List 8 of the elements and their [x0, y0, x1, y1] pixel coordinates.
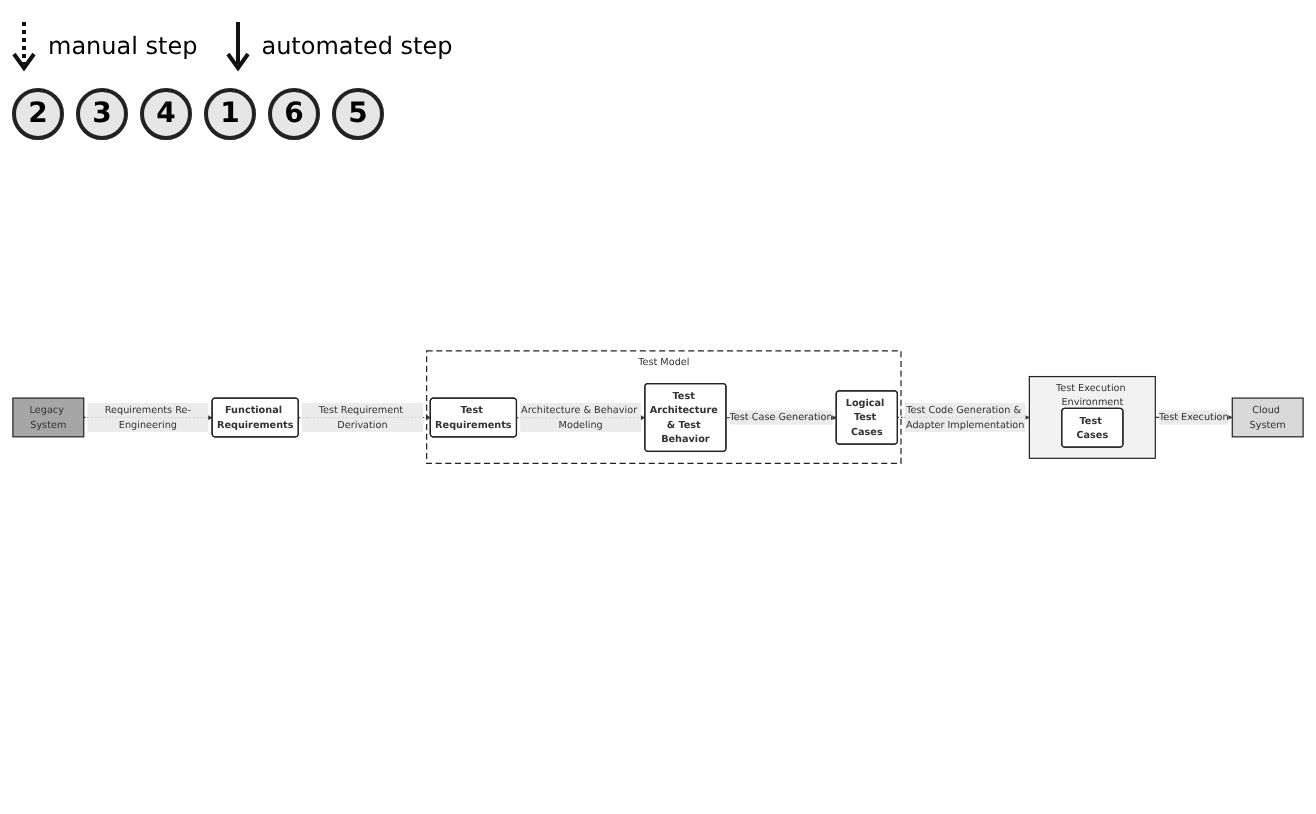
step-number: 3	[76, 88, 128, 140]
step-number: 1	[204, 88, 256, 140]
legend-text: manual step	[48, 32, 198, 60]
step-number: 5	[332, 88, 384, 140]
legend-text: automated step	[261, 32, 453, 60]
step-number: 6	[268, 88, 320, 140]
step-number: 2	[12, 88, 64, 140]
step-number: 4	[140, 88, 192, 140]
